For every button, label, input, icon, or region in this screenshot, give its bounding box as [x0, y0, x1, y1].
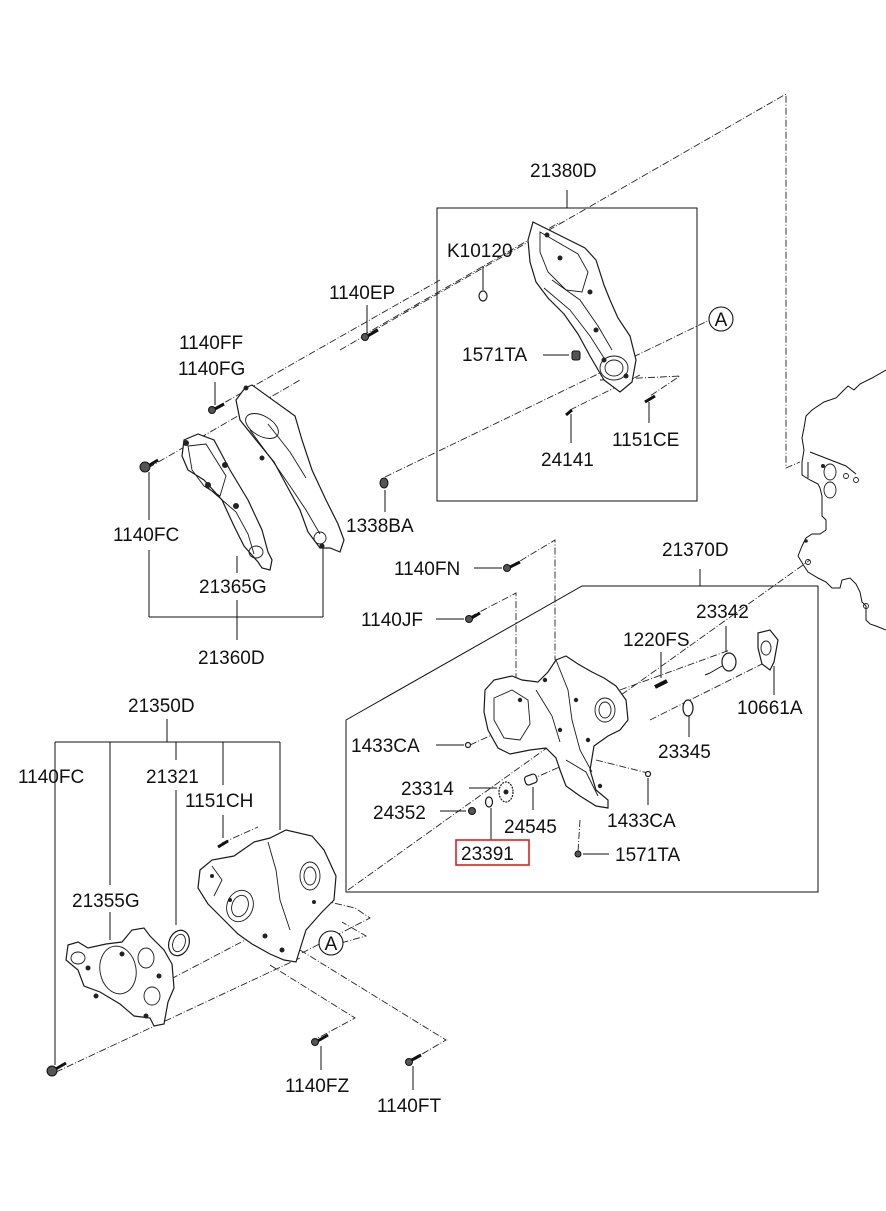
part-1151CH-stud[interactable]	[217, 839, 229, 849]
part-1140FF-bolt[interactable]	[208, 402, 225, 414]
label-21380D[interactable]: 21380D	[530, 161, 597, 182]
part-21355G-gasket[interactable]	[65, 927, 175, 1027]
group-box-21370D	[345, 585, 819, 893]
label-23345[interactable]: 23345	[658, 742, 711, 763]
part-1433CA-plug-left[interactable]	[464, 741, 472, 749]
label-1140FC-top[interactable]: 1140FC	[113, 525, 179, 546]
part-23314-sprocket[interactable]	[498, 781, 514, 803]
part-23345-driven-gear[interactable]	[682, 699, 694, 717]
part-1140FC-bolt-top[interactable]	[139, 458, 159, 473]
part-oil-pump-case[interactable]	[483, 655, 629, 809]
reference-dash-lines	[55, 93, 811, 1073]
callout-1140FZ: 1140FZ	[285, 1033, 349, 1097]
svg-text:A: A	[325, 934, 338, 955]
label-1338BA[interactable]: 1338BA	[346, 516, 414, 537]
group-21370D: 21370D 1140FN 1140JF	[345, 540, 819, 893]
svg-text:A: A	[715, 310, 728, 331]
reference-marker-A-bottom[interactable]: A	[318, 930, 344, 956]
part-1433CA-plug-right[interactable]	[644, 770, 652, 778]
label-1151CE[interactable]: 1151CE	[612, 430, 679, 451]
label-1140FN[interactable]: 1140FN	[394, 559, 460, 580]
callout-1140FT: 1140FT	[377, 1053, 441, 1117]
label-1140JF[interactable]: 1140JF	[361, 610, 423, 631]
part-23342-drive-gear[interactable]	[704, 652, 737, 676]
part-1220FS-bolt[interactable]	[654, 679, 668, 689]
callout-1140EP: 1140EP	[329, 283, 395, 341]
label-24352[interactable]: 24352	[373, 803, 426, 824]
label-1220FS[interactable]: 1220FS	[623, 630, 690, 651]
part-upper-timing-cover[interactable]	[527, 221, 637, 393]
label-K10120[interactable]: K10120	[447, 241, 513, 262]
part-front-case[interactable]	[197, 829, 337, 963]
group-21350D: 21350D 1140FC 21321 1151CH 21355G	[18, 696, 344, 1077]
part-1140FC-bolt-bottom[interactable]	[46, 1061, 67, 1077]
label-21360D[interactable]: 21360D	[198, 648, 265, 669]
part-1140FZ-bolt[interactable]	[311, 1033, 329, 1046]
label-1140FZ[interactable]: 1140FZ	[285, 1076, 349, 1097]
label-1433CA-left[interactable]: 1433CA	[351, 736, 420, 757]
part-K10120-oring[interactable]	[478, 290, 488, 302]
label-1140FT[interactable]: 1140FT	[377, 1096, 441, 1117]
label-23342[interactable]: 23342	[696, 602, 749, 623]
part-10661A-cover[interactable]	[757, 629, 779, 671]
label-24545[interactable]: 24545	[504, 817, 557, 838]
label-23391[interactable]: 23391	[461, 844, 514, 865]
part-1571TA-nut[interactable]	[571, 350, 581, 361]
label-1140EP[interactable]: 1140EP	[329, 283, 395, 304]
part-23391-washer[interactable]	[484, 796, 494, 808]
part-1338BA-nut[interactable]	[379, 477, 389, 489]
group-21380D: 21380D K10120 1571TA 24141	[436, 161, 734, 502]
part-1571TA-nut-bottom[interactable]	[574, 850, 582, 858]
part-1140FT-bolt[interactable]	[405, 1053, 422, 1066]
part-1151CE-stud[interactable]	[644, 394, 656, 404]
reference-marker-A-top[interactable]: A	[708, 306, 734, 332]
label-1140FG[interactable]: 1140FG	[178, 359, 245, 380]
group-21360D: 1140FC 21365G 21360D	[113, 384, 345, 669]
label-1151CH[interactable]: 1151CH	[185, 791, 253, 812]
callout-1338BA: 1338BA	[346, 477, 414, 537]
part-24352-nut[interactable]	[468, 807, 476, 815]
label-21365G[interactable]: 21365G	[199, 577, 267, 598]
label-1140FC-bottom[interactable]: 1140FC	[18, 767, 84, 788]
label-1571TA-top[interactable]: 1571TA	[462, 345, 527, 366]
label-21350D[interactable]: 21350D	[128, 696, 195, 717]
label-1433CA-right[interactable]: 1433CA	[607, 811, 676, 832]
part-21365G-lower-cover[interactable]	[181, 433, 273, 571]
label-1140FF[interactable]: 1140FF	[179, 333, 243, 354]
label-10661A[interactable]: 10661A	[737, 698, 803, 719]
label-21355G[interactable]: 21355G	[72, 891, 140, 912]
part-1140JF-bolt[interactable]	[465, 611, 481, 623]
label-1571TA-bottom[interactable]: 1571TA	[615, 845, 680, 866]
label-21370D[interactable]: 21370D	[662, 540, 729, 561]
part-24141-dowel[interactable]	[565, 408, 573, 417]
label-24141[interactable]: 24141	[541, 450, 594, 471]
part-1140FN-bolt[interactable]	[503, 560, 521, 572]
label-21321[interactable]: 21321	[146, 767, 199, 788]
part-timing-belt-upper-cover[interactable]	[235, 384, 345, 553]
part-24545-bushing[interactable]	[523, 773, 538, 786]
label-23314[interactable]: 23314	[401, 779, 454, 800]
engine-block-outline	[797, 369, 886, 631]
callout-1140FF-1140FG: 1140FF 1140FG	[178, 333, 245, 414]
highlight-box-23391	[455, 839, 530, 866]
part-21321-oil-seal[interactable]	[165, 927, 193, 958]
part-1140EP-bolt[interactable]	[361, 328, 379, 341]
